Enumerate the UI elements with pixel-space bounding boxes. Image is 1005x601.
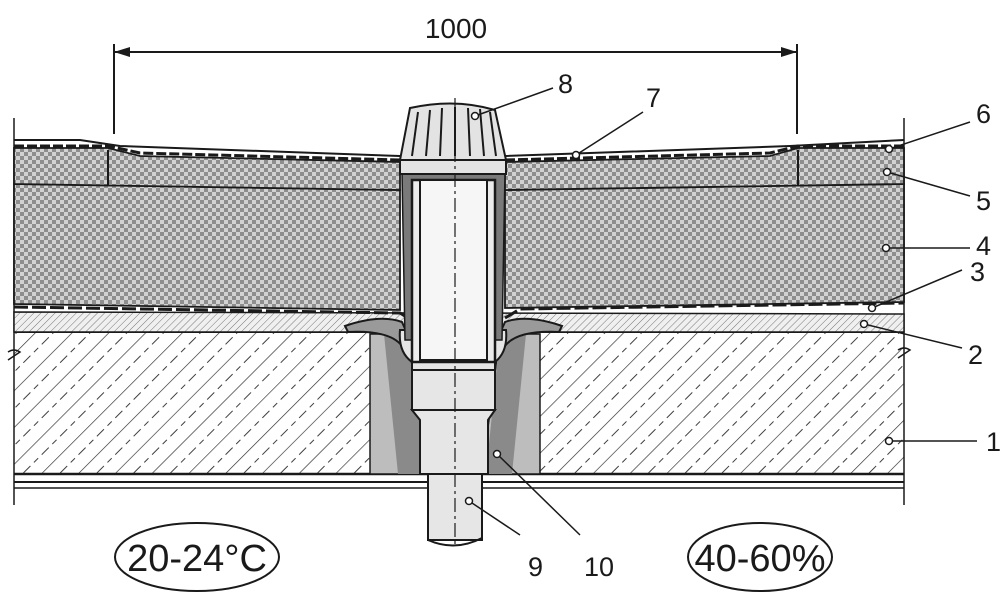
callout-9: 9	[528, 552, 543, 582]
callout-2: 2	[968, 340, 983, 370]
callout-10: 10	[584, 552, 614, 582]
dimension-line	[113, 44, 798, 134]
waterproofing-membrane	[14, 139, 905, 162]
insulation-lower-left	[13, 183, 401, 311]
humidity-label: 40-60%	[695, 538, 826, 580]
dimension-label: 1000	[425, 13, 487, 44]
vapour-barrier	[13, 305, 409, 320]
callout-8: 8	[558, 69, 573, 99]
temperature-label: 20-24°C	[127, 538, 267, 580]
callout-6: 6	[976, 99, 991, 129]
insulation-lower-right	[504, 183, 905, 309]
leader-lines	[464, 87, 977, 536]
vapour-barrier-right	[504, 301, 905, 320]
callout-4: 4	[976, 231, 991, 261]
leaf-guard-dome	[398, 102, 508, 175]
humidity-badge: 40-60%	[687, 522, 833, 592]
callout-3: 3	[970, 257, 985, 287]
drain-riser	[401, 171, 506, 364]
temperature-badge: 20-24°C	[114, 522, 280, 592]
callout-5: 5	[976, 186, 991, 216]
callout-7: 7	[646, 83, 661, 113]
callout-1: 1	[986, 427, 1001, 457]
